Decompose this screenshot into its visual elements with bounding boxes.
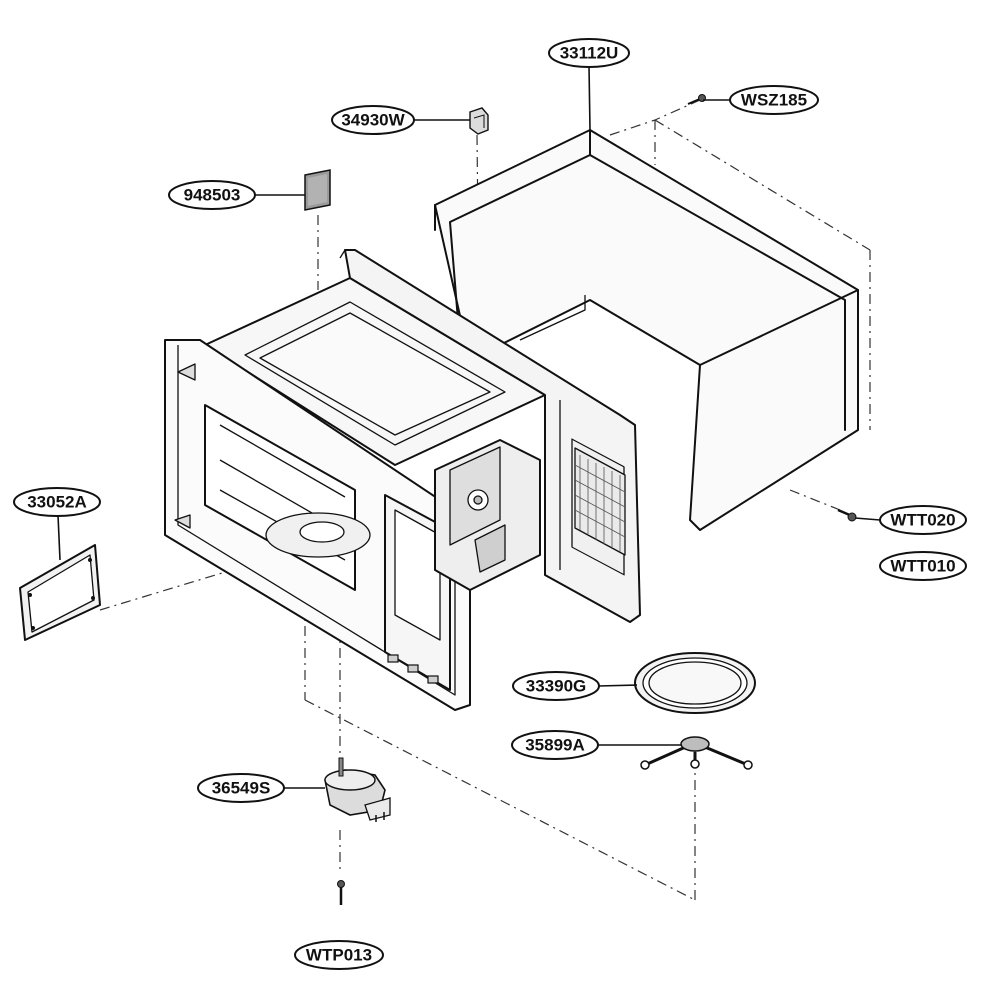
callout-label: 948503 [184,186,241,205]
callout-WTT010: WTT010 [879,551,967,581]
callout-35899A: 35899A [511,730,599,760]
callout-label: 35899A [525,736,585,755]
callout-948503: 948503 [168,180,256,210]
cover-plate-part [304,169,331,211]
waveguide-cover-part [19,544,101,641]
back-screw-part [837,508,857,522]
glass-tray-part [634,652,756,714]
leader-lines [57,65,881,789]
cabinet-screw-part [687,94,706,105]
oven-chassis [164,249,641,711]
callout-36549S: 36549S [197,773,285,803]
callout-WTT020: WTT020 [879,505,967,535]
motor-screw-part [337,880,345,905]
callout-label: 33052A [27,493,87,512]
callout-label: 34930W [341,111,405,130]
callout-label: 36549S [212,779,271,798]
callout-label: WTT010 [890,557,955,576]
callout-WSZ185: WSZ185 [729,85,819,115]
callout-label: WTT020 [890,511,955,530]
callout-label: 33112U [560,44,619,63]
callout-label: 33390G [526,677,587,696]
outer-cabinet [434,129,859,531]
switch-bracket-part [469,107,489,135]
callout-33112U: 33112U [548,38,630,68]
callout-label: WTP013 [306,946,372,965]
callout-33052A: 33052A [13,487,101,517]
turntable-motor-part [324,757,391,822]
callout-34930W: 34930W [331,105,415,135]
callout-label: WSZ185 [741,91,807,110]
callout-WTP013: WTP013 [294,940,384,970]
callout-33390G: 33390G [512,671,600,701]
roller-ring-part [640,736,753,770]
